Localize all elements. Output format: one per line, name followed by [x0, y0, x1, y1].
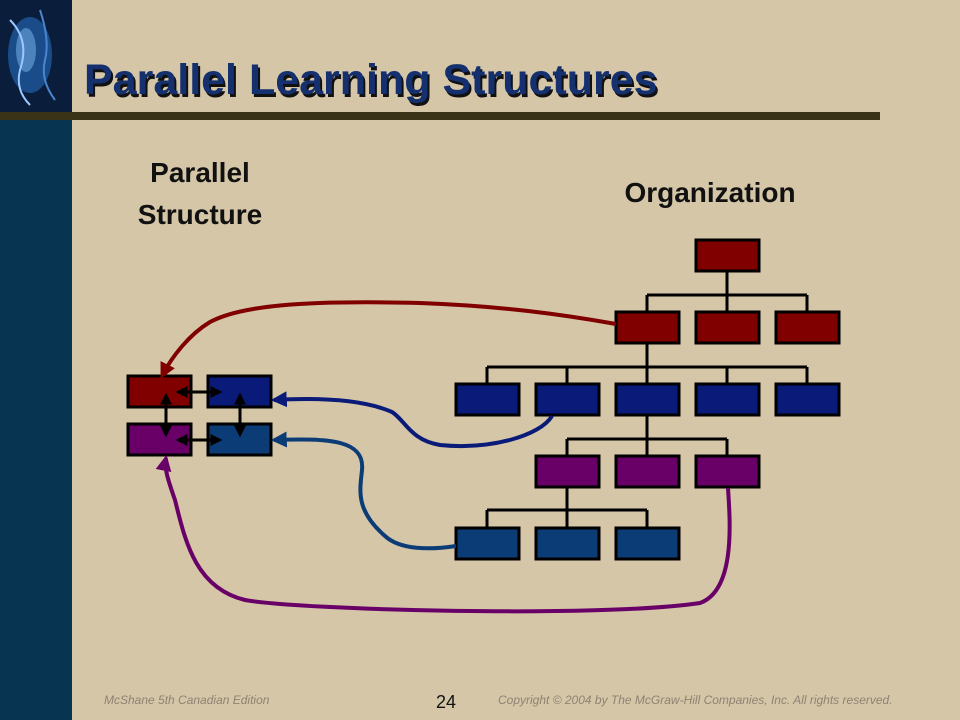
org-box-blue	[774, 382, 841, 417]
sidebar	[0, 0, 72, 720]
org-box-teal	[454, 526, 521, 561]
org-box-blue	[694, 382, 761, 417]
footer-edition: McShane 5th Canadian Edition	[104, 693, 270, 707]
slide-title: Parallel Learning Structures	[84, 56, 658, 104]
org-box-top	[694, 238, 761, 273]
org-box-purple	[614, 454, 681, 489]
org-box-teal	[614, 526, 681, 561]
org-box-red	[694, 310, 761, 345]
org-box-blue	[454, 382, 521, 417]
org-box-red	[774, 310, 841, 345]
title-underline	[0, 112, 880, 120]
footer-copyright: Copyright © 2004 by The McGraw-Hill Comp…	[498, 693, 893, 707]
org-box-purple	[694, 454, 761, 489]
org-box-blue	[614, 382, 681, 417]
page-number: 24	[436, 692, 457, 712]
link-red	[160, 300, 617, 379]
org-chart-lines	[485, 271, 809, 528]
org-box-teal	[534, 526, 601, 561]
org-box-blue	[534, 382, 601, 417]
link-purple	[155, 454, 732, 614]
org-box-red	[614, 310, 681, 345]
link-teal	[270, 431, 457, 551]
org-box-purple	[534, 454, 601, 489]
logo-image	[0, 0, 72, 112]
organization-label: Organization	[624, 177, 796, 208]
link-blue	[270, 391, 554, 448]
parallel-structure-label: Parallel Structure	[137, 157, 263, 230]
